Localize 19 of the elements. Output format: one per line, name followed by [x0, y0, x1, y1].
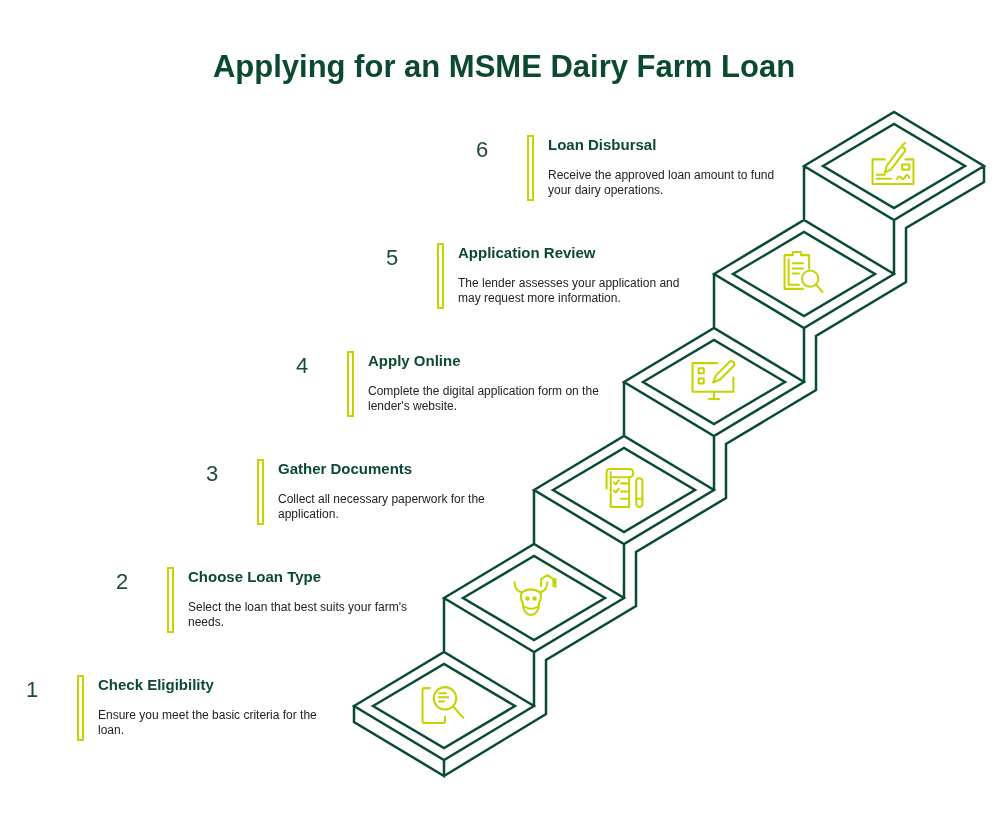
- step-heading: Check Eligibility: [98, 676, 214, 694]
- step-heading: Apply Online: [368, 352, 461, 370]
- step-number: 3: [206, 460, 219, 488]
- step-description: The lender assesses your application and may request more information.: [458, 276, 681, 306]
- step-heading: Loan Disbursal: [548, 136, 657, 154]
- step-number: 5: [386, 244, 399, 272]
- step-number: 4: [296, 352, 309, 380]
- step-heading: Choose Loan Type: [188, 568, 322, 586]
- step-description: Select the loan that best suits your farm's needs.: [188, 600, 409, 630]
- step-number: 2: [116, 568, 129, 596]
- step-heading: Gather Documents: [278, 460, 413, 478]
- step-number: 1: [26, 676, 39, 704]
- step-description: Complete the digital application form on the lender's website.: [368, 384, 600, 414]
- step-heading: Application Review: [458, 244, 596, 262]
- step-description: Receive the approved loan amount to fund your dairy operations.: [548, 168, 776, 198]
- step-number: 6: [476, 136, 489, 164]
- step-description: Ensure you meet the basic criteria for the loan.: [98, 708, 318, 738]
- title: Applying for an MSME Dairy Farm Loan: [212, 48, 796, 86]
- step-description: Collect all necessary paperwork for the application.: [278, 492, 486, 522]
